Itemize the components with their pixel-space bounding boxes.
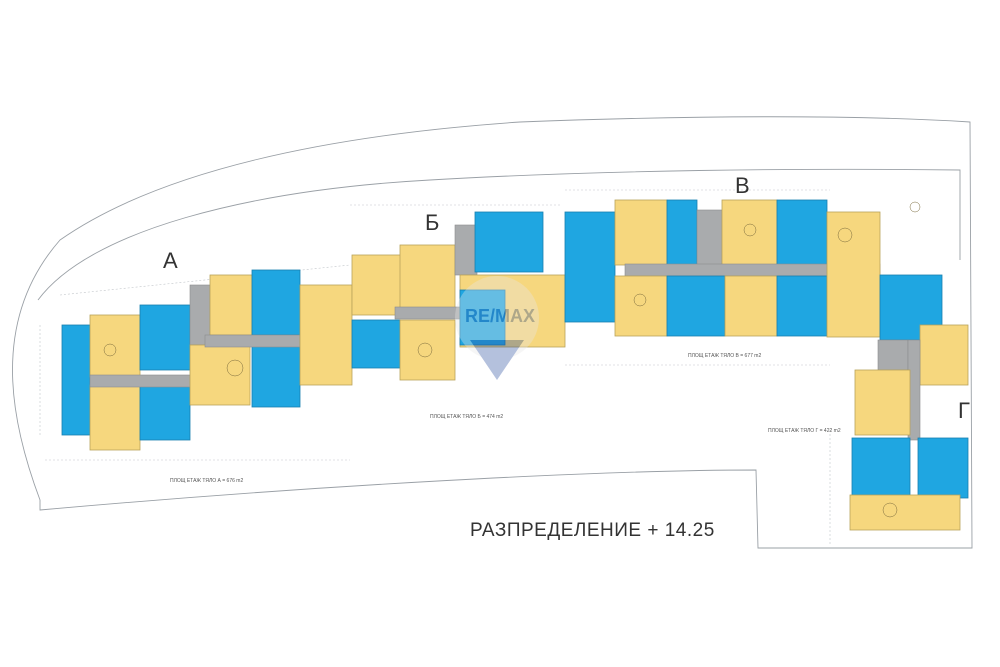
floor-plan-title: РАЗПРЕДЕЛЕНИЕ + 14.25 — [470, 520, 715, 541]
section-area-note-a: ПЛОЩ ЕТАЖ ТЯЛО А = 676 m2 — [170, 478, 243, 484]
section-area-note-v: ПЛОЩ ЕТАЖ ТЯЛО В = 677 m2 — [688, 353, 761, 359]
section-label-b: Б — [425, 210, 439, 235]
site-boundary-inner — [37, 168, 961, 301]
site-boundary — [12, 116, 973, 549]
section-area-note-b: ПЛОЩ ЕТАЖ ТЯЛО Б = 474 m2 — [430, 414, 503, 420]
furniture-marks — [103, 201, 921, 518]
section-b-block — [351, 211, 566, 381]
svg-text:RE/MAX: RE/MAX — [465, 306, 535, 326]
section-area-note-g: ПЛОЩ ЕТАЖ ТЯЛО Г = 422 m2 — [768, 428, 841, 434]
section-g-block — [849, 274, 969, 531]
section-label-a: А — [163, 248, 178, 273]
section-label-g: Г — [958, 398, 970, 423]
remax-watermark-logo: RE/MAX — [455, 276, 539, 380]
section-label-v: В — [735, 173, 750, 198]
section-v-block — [564, 199, 881, 338]
section-a-block — [61, 269, 353, 451]
dimension-lines — [39, 189, 831, 545]
